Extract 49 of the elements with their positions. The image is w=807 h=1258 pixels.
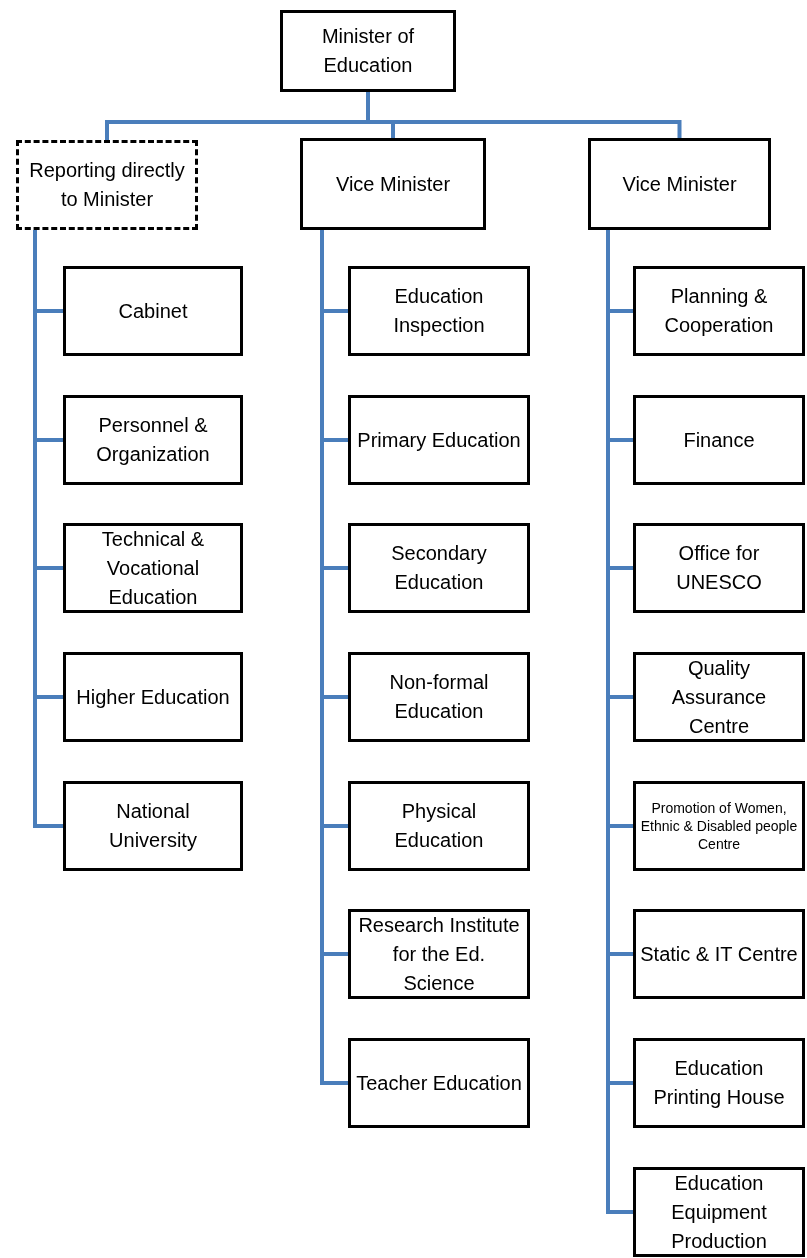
org-box <box>633 395 805 485</box>
org-box <box>633 1167 805 1257</box>
org-box <box>348 652 530 742</box>
org-box <box>633 909 805 999</box>
org-box <box>63 781 243 871</box>
org-box <box>348 1038 530 1128</box>
unit-name: Minister of Education <box>320 24 416 78</box>
unit-name: Vice Minister <box>622 171 737 197</box>
unit-name: Vice Minister <box>335 171 451 197</box>
unit-name: Planning & Cooperation <box>663 284 775 338</box>
org-box <box>348 781 530 871</box>
org-box <box>633 1038 805 1128</box>
org-box <box>63 523 243 613</box>
org-box <box>348 395 530 485</box>
unit-name: Primary Education <box>357 427 521 453</box>
unit-name: Higher Education <box>76 684 230 710</box>
unit-name: Cabinet <box>118 298 188 324</box>
unit-name: Research Institute for the Ed. Science <box>357 912 521 996</box>
unit-name: Education Equipment Production <box>670 1170 768 1254</box>
unit-name: Promotion of Women, Ethnic & Disabled people Centre <box>640 798 798 854</box>
org-box <box>588 138 771 230</box>
org-box <box>633 652 805 742</box>
unit-name: Office for UNESCO <box>675 541 763 595</box>
unit-name: Personnel & Organization <box>95 413 211 467</box>
org-box <box>348 523 530 613</box>
unit-name: Secondary Education <box>390 541 488 595</box>
org-box <box>348 266 530 356</box>
org-box <box>348 909 530 999</box>
unit-name: Technical & Vocational Education <box>100 526 206 610</box>
org-box <box>633 523 805 613</box>
org-box <box>300 138 486 230</box>
org-box <box>16 140 198 230</box>
unit-name: Finance <box>683 427 755 453</box>
org-box <box>63 266 243 356</box>
org-box <box>633 781 805 871</box>
org-box <box>63 652 243 742</box>
unit-name: Education Inspection <box>392 284 486 338</box>
unit-name: Quality Assurance Centre <box>670 655 768 739</box>
unit-name: Reporting directly to Minister <box>28 158 186 212</box>
org-box <box>280 10 456 92</box>
unit-name: Teacher Education <box>356 1070 522 1096</box>
unit-name: Static & IT Centre <box>640 941 798 967</box>
unit-name: National University <box>108 799 198 853</box>
unit-name: Non-formal Education <box>388 670 490 724</box>
unit-name: Physical Education <box>393 799 485 853</box>
org-box <box>63 395 243 485</box>
connector-line <box>366 92 682 138</box>
org-box <box>633 266 805 356</box>
unit-name: Education Printing House <box>652 1056 786 1110</box>
